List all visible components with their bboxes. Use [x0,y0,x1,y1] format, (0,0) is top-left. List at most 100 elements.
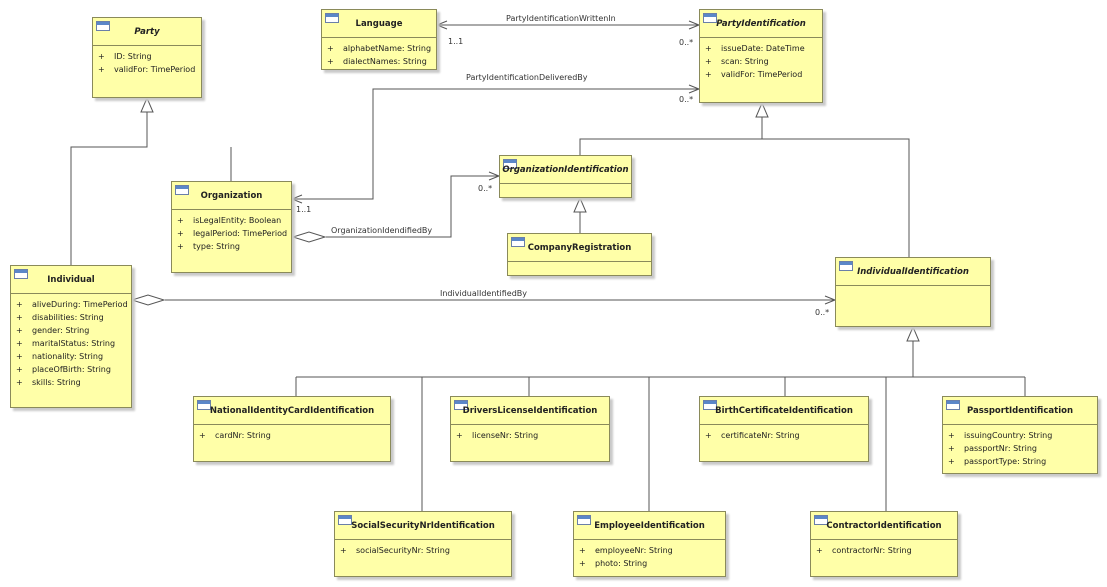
class-company-registration[interactable]: CompanyRegistration [507,233,652,276]
class-header: BirthCertificateIdentification [700,397,868,425]
class-individual-identification[interactable]: IndividualIdentification [835,257,991,327]
attribute-visibility: + [16,326,23,335]
attribute-row: +aliveDuring: TimePeriod [11,300,131,313]
class-attributes: +isLegalEntity: Boolean+legalPeriod: Tim… [172,210,291,255]
class-icon [703,400,717,410]
attribute-text: passportNr: String [964,444,1037,453]
class-header: Individual [11,266,131,294]
class-icon [503,159,517,169]
attribute-visibility: + [199,431,206,440]
class-contractor-identification[interactable]: ContractorIdentification +contractorNr: S… [810,511,958,577]
class-icon [703,13,717,23]
attribute-visibility: + [98,65,105,74]
attribute-row: +contractorNr: String [811,546,957,559]
class-drivers-license-identification[interactable]: DriversLicenseIdentification+licenseNr: … [450,396,610,462]
attribute-row: +nationality: String [11,352,131,365]
class-name: PartyIdentification [716,19,806,29]
class-name: Party [134,27,160,37]
generalization-arrowhead-party [140,96,154,113]
attribute-row: +maritalStatus: String [11,339,131,352]
attribute-row: +issueDate: DateTime [700,44,822,57]
attribute-row: + employeeNr: String [574,546,725,559]
class-birth-certificate-identification[interactable]: BirthCertificateIdentification+certifica… [699,396,869,462]
attribute-row: +ID: String [93,52,201,65]
class-icon [325,13,339,23]
class-attributes: +ID: String+ validFor: TimePeriod [93,46,201,78]
class-attributes [500,184,631,190]
attribute-text: validFor: TimePeriod [114,65,196,74]
association-deliveredby-head-left [290,194,303,204]
class-icon [946,400,960,410]
class-header: ContractorIdentification [811,512,957,540]
attribute-row: +validFor: TimePeriod [700,70,822,83]
association-writtenin-head-left [435,20,448,30]
class-icon [14,269,28,279]
generalization-arrowhead-orgident [573,196,587,213]
attribute-text: scan: String [721,57,769,66]
class-organization-identification[interactable]: OrganizationIdentification [499,155,632,198]
attribute-visibility: + [16,352,23,361]
class-name: SocialSecurityNrIdentification [351,521,495,531]
attribute-text: employeeNr: String [595,546,673,555]
attribute-text: alphabetName: String [343,44,432,53]
class-name: NationalIdentityCardIdentification [209,406,375,416]
class-attributes: + employeeNr: String +photo: String [574,540,725,572]
attribute-text: legalPeriod: TimePeriod [193,229,288,238]
class-social-security-nr-identification[interactable]: SocialSecurityNrIdentification+socialSec… [334,511,512,577]
class-icon [197,400,211,410]
attribute-text: dialectNames: String [343,57,427,66]
attribute-row: +cardNr: String [194,431,390,444]
class-party[interactable]: Party +ID: String+ validFor: TimePeriod [92,17,202,98]
class-attributes: +cardNr: String [194,425,390,444]
mult-deliveredby-source: 1..1 [296,205,311,214]
mult-writtenin-target: 0..* [679,38,693,47]
class-employee-identification[interactable]: EmployeeIdentification + employeeNr: Strin… [573,511,726,577]
attribute-text: photo: String [595,559,648,568]
class-header: NationalIdentityCardIdentification [194,397,390,425]
class-icon [338,515,352,525]
mult-writtenin-source: 1..1 [448,37,463,46]
attribute-visibility: + [948,431,955,440]
attribute-row: +photo: String [574,559,725,572]
association-orgidentified-line [326,175,499,238]
attribute-text: disabilities: String [32,313,104,322]
generalization-orgident-partyident [579,117,763,155]
attribute-row: + dialectNames: String [322,57,436,70]
attribute-text: issuingCountry: String [964,431,1053,440]
class-name: Language [355,19,403,29]
attribute-visibility: + [327,44,334,53]
class-icon [814,515,828,525]
attribute-visibility: + [177,229,184,238]
class-name: EmployeeIdentification [594,521,705,531]
class-name: ContractorIdentification [826,521,942,531]
attribute-visibility: + [177,242,184,251]
class-language[interactable]: Language + alphabetName: String + dialectNam… [321,9,437,70]
attribute-text: passportType: String [964,457,1047,466]
attribute-visibility: + [705,431,712,440]
attribute-visibility: + [98,52,105,61]
attribute-visibility: + [579,546,586,555]
attribute-visibility: + [340,546,347,555]
class-passport-identification[interactable]: PassportIdentification+issuingCountry: S… [942,396,1098,474]
association-label-writtenin: PartyIdentificationWrittenIn [506,14,616,23]
class-organization[interactable]: Organization+isLegalEntity: Boolean+lega… [171,181,292,273]
attribute-visibility: + [327,57,334,66]
class-national-identity-card-identification[interactable]: NationalIdentityCardIdentification +cardN… [193,396,391,462]
attribute-row: +passportNr: String [943,444,1097,457]
class-header: EmployeeIdentification [574,512,725,540]
attribute-visibility: + [16,378,23,387]
class-name: CompanyRegistration [527,243,632,253]
class-icon [454,400,468,410]
mult-orgidentified-target: 0..* [478,184,492,193]
class-attributes: +aliveDuring: TimePeriod + disabilities: S… [11,294,131,391]
attribute-text: type: String [193,242,240,251]
generalization-arrowhead-indident [906,325,920,342]
class-attributes [508,262,651,268]
class-icon [577,515,591,525]
class-individual[interactable]: Individual +aliveDuring: TimePeriod + disab… [10,265,132,408]
class-icon [839,261,853,271]
attribute-text: placeOfBirth: String [32,365,111,374]
class-party-identification[interactable]: PartyIdentification +issueDate: DateTime +… [699,9,823,103]
association-label-orgidentified: OrganizationIdendifiedBy [331,226,432,235]
